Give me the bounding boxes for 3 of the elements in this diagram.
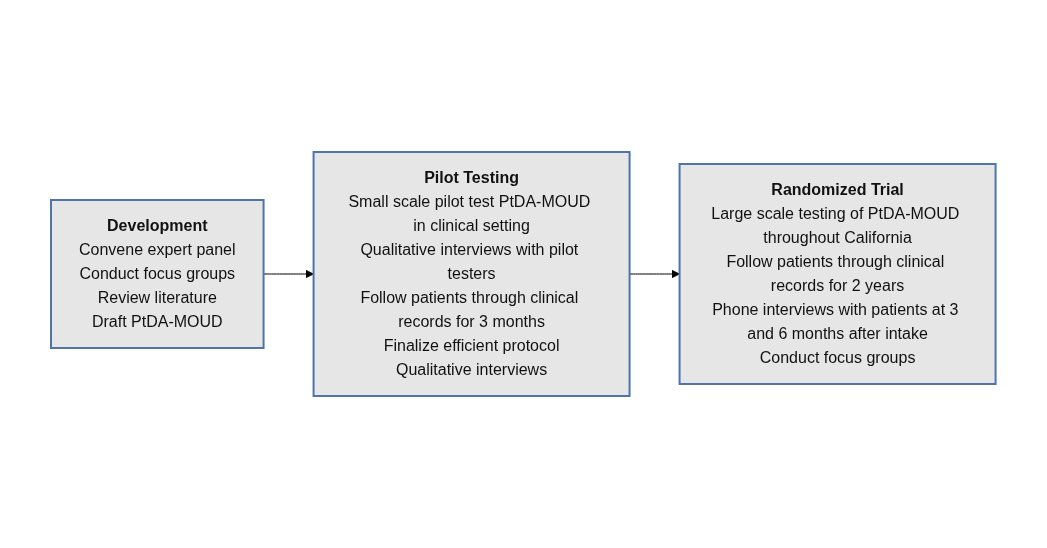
node-box: Development Convene expert panel Conduct focus groups Review literature Draft PtDA-MOUD: [50, 199, 265, 349]
node-box: Randomized Trial Large scale testing of PtDA-MOUD throughout California Follow patients through clinical records for 2 years Phone interviews with patients at 3 and 6 months after intake Conduct focus groups: [678, 163, 997, 385]
node-box: Pilot Testing Small scale pilot test PtDA-MOUD in clinical setting Qualitative interviews with pilot testers Follow patients through clinical records for 3 months Finalize efficient protocol Qualitative interviews: [312, 151, 631, 397]
